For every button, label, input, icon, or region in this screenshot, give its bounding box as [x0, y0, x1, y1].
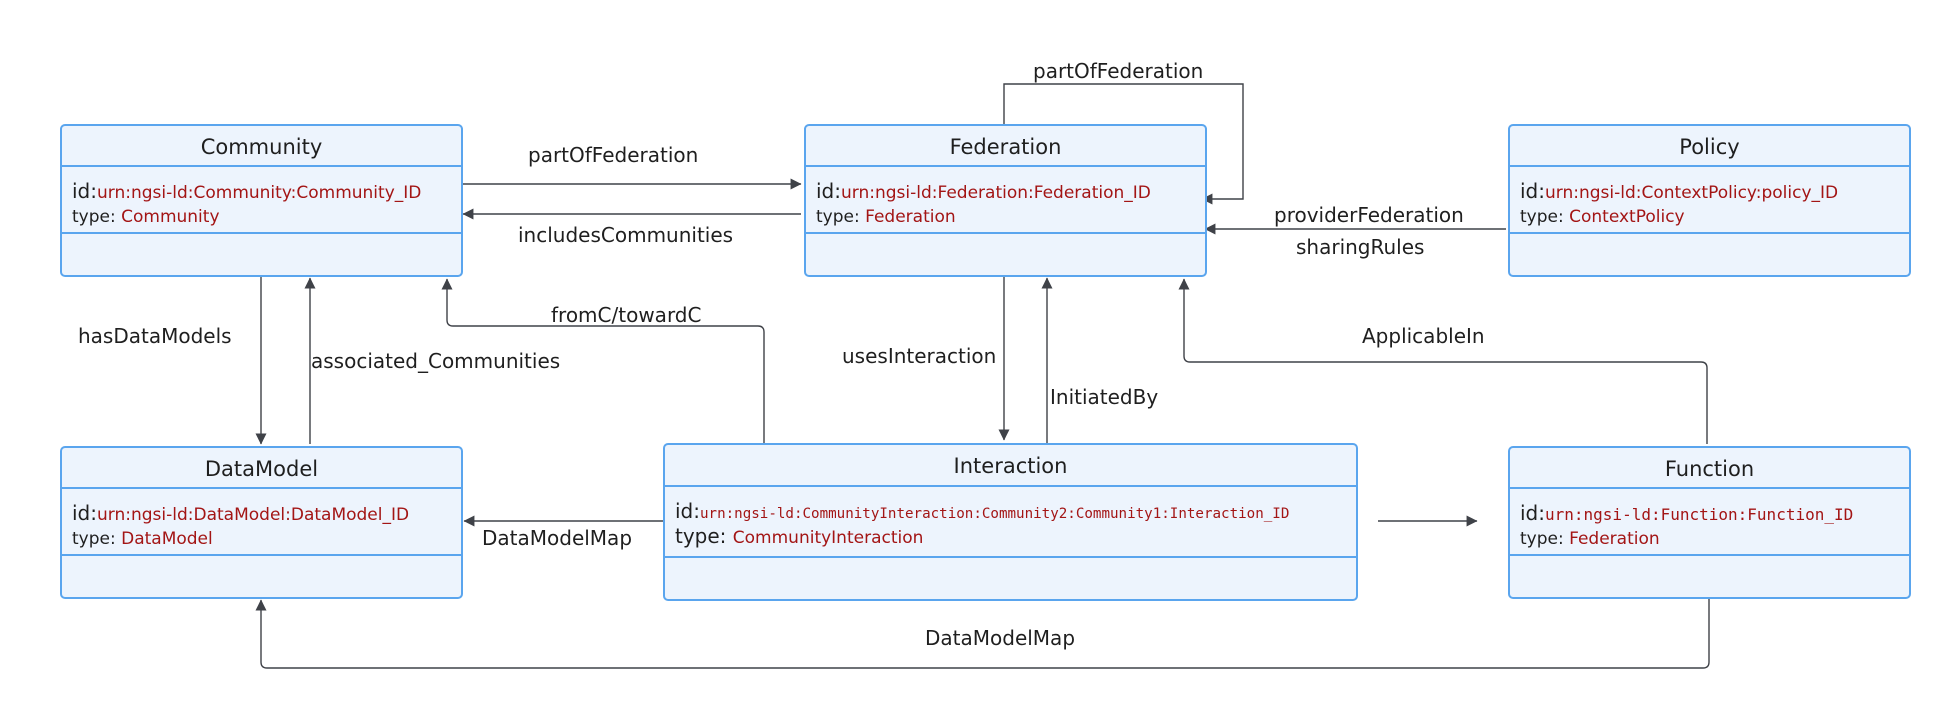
community-id-key: id:	[72, 179, 97, 203]
datamodel-type-line: type: DataModel	[72, 529, 213, 549]
edge-interaction-to-community	[441, 278, 765, 443]
community-title: Community	[201, 135, 323, 159]
edge-label-community-partof-federation: partOfFederation	[528, 143, 698, 167]
federation-type-value: Federation	[865, 207, 956, 227]
policy-type-value: ContextPolicy	[1569, 207, 1685, 227]
function-id-value: urn:ngsi-ld:Function:Function_ID	[1545, 505, 1853, 524]
community-id-value: urn:ngsi-ld:Community:Community_ID	[97, 183, 421, 203]
federation-id-key: id:	[816, 179, 841, 203]
federation-title: Federation	[950, 135, 1062, 159]
policy-title: Policy	[1679, 135, 1739, 159]
function-id-key: id:	[1520, 501, 1545, 525]
interaction-title: Interaction	[954, 454, 1068, 478]
edge-label-federation-includes-community: includesCommunities	[518, 223, 733, 247]
function-title: Function	[1665, 457, 1754, 481]
edge-label-interaction-to-federation: InitiatedBy	[1050, 385, 1158, 409]
interaction-type-key: type:	[675, 524, 733, 548]
community-class-box[interactable]: Community id:urn:ngsi-ld:Community:Commu…	[60, 124, 463, 277]
community-type-key: type:	[72, 207, 121, 227]
datamodel-type-value: DataModel	[121, 529, 213, 549]
datamodel-id-value: urn:ngsi-ld:DataModel:DataModel_ID	[97, 505, 409, 525]
function-id-line: id:urn:ngsi-ld:Function:Function_ID	[1520, 501, 1853, 525]
datamodel-class-box[interactable]: DataModel id:urn:ngsi-ld:DataModel:DataM…	[60, 446, 463, 599]
function-type-key: type:	[1520, 529, 1569, 549]
edges: partOfFederation includesCommunities par…	[78, 59, 1710, 669]
interaction-type-value: CommunityInteraction	[733, 528, 924, 548]
policy-id-value: urn:ngsi-ld:ContextPolicy:policy_ID	[1545, 183, 1838, 203]
function-type-line: type: Federation	[1520, 529, 1660, 549]
policy-id-key: id:	[1520, 179, 1545, 203]
interaction-id-key: id:	[675, 499, 700, 523]
interaction-id-line: id:urn:ngsi-ld:CommunityInteraction:Comm…	[675, 499, 1289, 523]
edge-label-community-to-datamodel: hasDataModels	[78, 324, 232, 348]
edge-label-federation-to-interaction: usesInteraction	[842, 344, 996, 368]
federation-class-box[interactable]: Federation id:urn:ngsi-ld:Federation:Fed…	[804, 124, 1207, 277]
edge-label-function-to-datamodel: DataModelMap	[925, 626, 1075, 650]
function-type-value: Federation	[1569, 529, 1660, 549]
federation-type-key: type:	[816, 207, 865, 227]
datamodel-type-key: type:	[72, 529, 121, 549]
policy-id-line: id:urn:ngsi-ld:ContextPolicy:policy_ID	[1520, 179, 1838, 203]
federation-id-line: id:urn:ngsi-ld:Federation:Federation_ID	[816, 179, 1151, 203]
policy-type-key: type:	[1520, 207, 1569, 227]
edge-label-datamodel-to-community: associated_Communities	[311, 349, 560, 373]
edge-label-interaction-to-community: fromC/towardC	[551, 303, 701, 327]
edge-label-function-to-federation: ApplicableIn	[1362, 324, 1485, 348]
edge-function-to-federation	[1178, 278, 1708, 444]
function-class-box[interactable]: Function id:urn:ngsi-ld:Function:Functio…	[1508, 446, 1911, 599]
interaction-class-box[interactable]: Interaction id:urn:ngsi-ld:CommunityInte…	[663, 443, 1358, 601]
interaction-id-value: urn:ngsi-ld:CommunityInteraction:Communi…	[700, 506, 1289, 522]
edge-label-interaction-to-datamodel: DataModelMap	[482, 526, 632, 550]
community-id-line: id:urn:ngsi-ld:Community:Community_ID	[72, 179, 421, 203]
edge-label-policy-sharing: sharingRules	[1296, 235, 1424, 259]
datamodel-id-line: id:urn:ngsi-ld:DataModel:DataModel_ID	[72, 501, 409, 525]
edge-label-federation-self-loop: partOfFederation	[1033, 59, 1203, 83]
edge-label-policy-provider: providerFederation	[1274, 203, 1464, 227]
edge-function-to-datamodel	[255, 597, 1710, 669]
datamodel-title: DataModel	[205, 457, 318, 481]
community-type-value: Community	[121, 207, 219, 227]
federation-id-value: urn:ngsi-ld:Federation:Federation_ID	[841, 183, 1151, 203]
datamodel-id-key: id:	[72, 501, 97, 525]
policy-class-box[interactable]: Policy id:urn:ngsi-ld:ContextPolicy:poli…	[1508, 124, 1911, 277]
federation-type-line: type: Federation	[816, 207, 956, 227]
policy-type-line: type: ContextPolicy	[1520, 207, 1685, 227]
edge-federation-self-loop	[1003, 83, 1244, 205]
interaction-type-line: type: CommunityInteraction	[675, 524, 923, 548]
community-type-line: type: Community	[72, 207, 220, 227]
